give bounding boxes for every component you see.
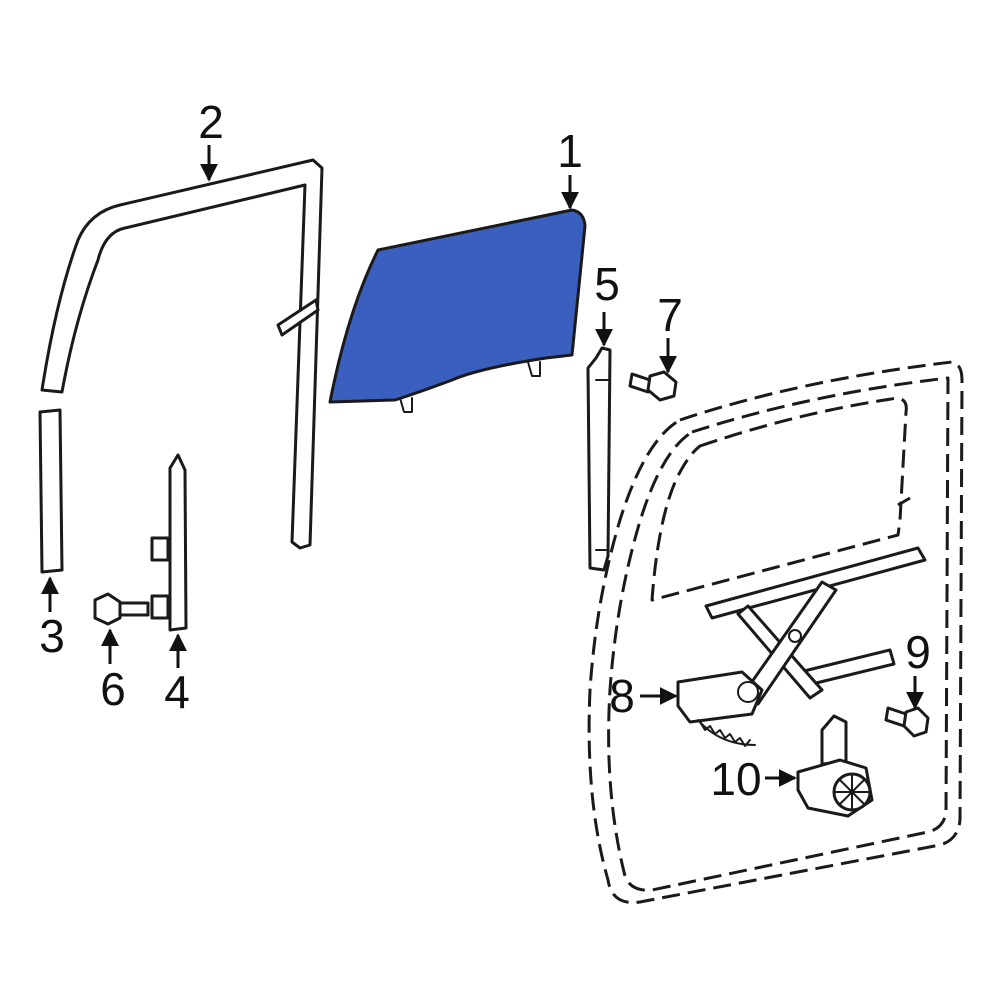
callout-labels: 1 2 3 4 5 6 7 8 9 10: [39, 96, 931, 805]
callout-2: 2: [198, 96, 224, 148]
callout-4: 4: [164, 666, 190, 718]
callout-9: 9: [905, 626, 931, 678]
part-9-bolt[interactable]: [884, 706, 930, 738]
door-shell-outline: [587, 360, 964, 905]
part-2-run-channel[interactable]: [40, 158, 324, 550]
part-10-regulator-motor[interactable]: [796, 714, 874, 818]
callout-3: 3: [39, 610, 65, 662]
callout-7: 7: [657, 289, 683, 341]
callout-10: 10: [710, 753, 761, 805]
part-7-bolt[interactable]: [628, 370, 678, 402]
part-1-door-glass[interactable]: [328, 208, 587, 413]
callout-1: 1: [557, 125, 583, 177]
callout-5: 5: [594, 258, 620, 310]
callout-arrows: [41, 145, 924, 787]
callout-8: 8: [609, 670, 635, 722]
part-3-channel-strip[interactable]: [38, 408, 64, 574]
door-glass-panel: [328, 208, 587, 404]
part-4-front-glass-channel[interactable]: [150, 453, 188, 632]
callout-6: 6: [100, 663, 126, 715]
part-8-window-regulator[interactable]: [676, 546, 927, 747]
part-5-rear-glass-channel[interactable]: [586, 346, 612, 572]
part-6-bolt[interactable]: [93, 592, 150, 626]
